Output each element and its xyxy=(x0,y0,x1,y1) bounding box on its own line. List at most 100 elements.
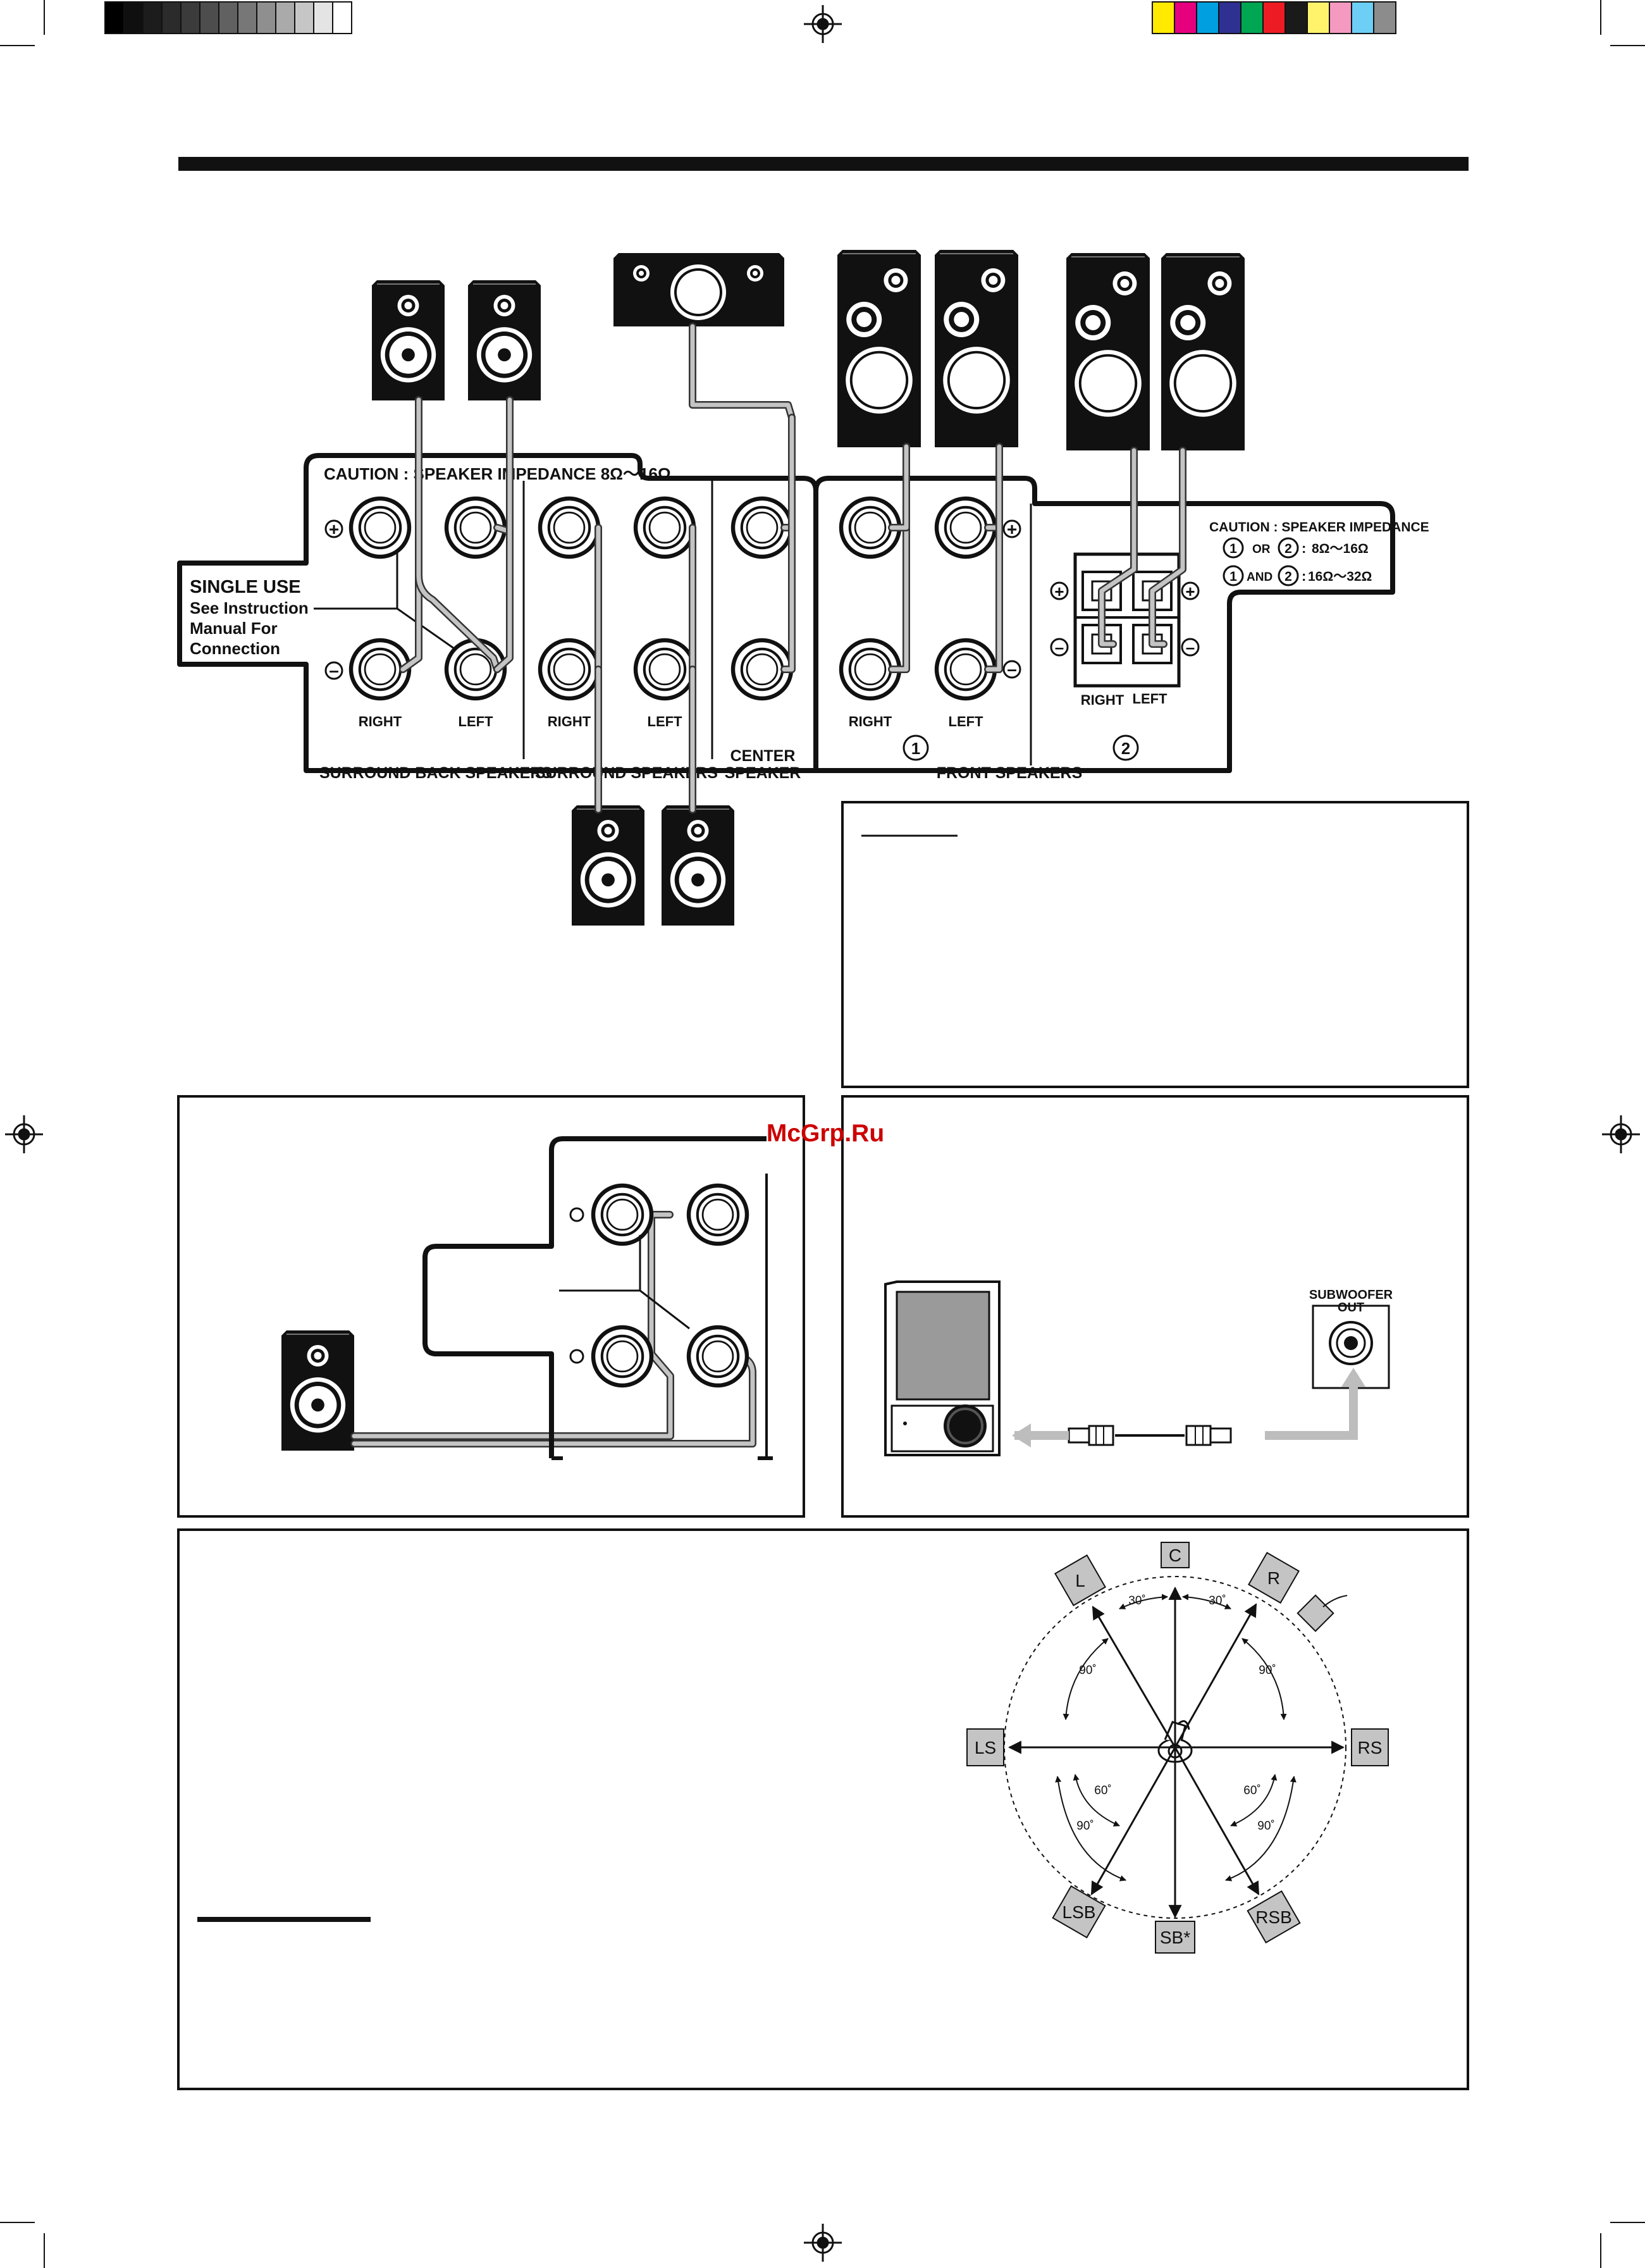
wire xyxy=(690,324,794,530)
svg-text:16Ω～32Ω: 16Ω～32Ω xyxy=(1308,569,1372,584)
color-swatch xyxy=(1262,1,1286,34)
angle-arc xyxy=(1230,1774,1278,1827)
speaker-l: L xyxy=(1054,1554,1106,1606)
angle-label: 30˚ xyxy=(1209,1594,1226,1608)
subwoofer-out-label-1: SUBWOOFER xyxy=(1309,1288,1393,1302)
svg-text:OR: OR xyxy=(1252,543,1271,556)
wire xyxy=(782,415,794,672)
registration-mark-bottom xyxy=(804,2224,842,2262)
binding-post-plus xyxy=(633,496,696,559)
color-swatch xyxy=(1218,1,1241,34)
binding-post-plus xyxy=(934,496,997,559)
svg-text:L: L xyxy=(1075,1571,1085,1590)
angle-arc xyxy=(1119,1594,1168,1609)
svg-text:SB*: SB* xyxy=(1160,1928,1190,1947)
center-group-label-1: CENTER xyxy=(730,747,796,765)
gray-swatch xyxy=(123,1,144,34)
subwoofer-out-label-2: OUT xyxy=(1338,1301,1364,1315)
wire xyxy=(1150,448,1185,647)
svg-text:2: 2 xyxy=(1285,542,1292,556)
sound-arrow xyxy=(1090,1747,1176,1895)
svg-text:RS: RS xyxy=(1358,1738,1383,1757)
f2-left-label: LEFT xyxy=(1133,691,1168,707)
gray-swatch xyxy=(180,1,200,34)
gray-swatch xyxy=(332,1,352,34)
binding-post-minus xyxy=(348,638,412,701)
single-use-box xyxy=(177,1095,805,1518)
speaker-rsb: RSB xyxy=(1247,1890,1301,1943)
speakers xyxy=(281,250,1245,1451)
s-right-label: RIGHT xyxy=(548,714,591,729)
svg-text:–: – xyxy=(1055,638,1064,657)
single-use-indicator-top xyxy=(569,1207,584,1222)
angle-arc xyxy=(1241,1638,1287,1720)
binding-post-minus xyxy=(633,638,696,701)
single-use-binding-posts xyxy=(591,1183,749,1388)
wire xyxy=(1099,448,1137,647)
gray-scale-bar xyxy=(104,1,352,34)
surround-back-left-speaker xyxy=(468,280,541,400)
svg-text:+: + xyxy=(1185,582,1195,601)
binding-post-plus xyxy=(538,496,601,559)
s-left-label: LEFT xyxy=(648,714,683,729)
binding-post xyxy=(591,1325,654,1388)
speaker-r: R xyxy=(1248,1552,1300,1604)
color-swatch xyxy=(1351,1,1374,34)
sound-arrow xyxy=(1174,1747,1260,1895)
gray-swatch xyxy=(275,1,295,34)
terminal-panel: CAUTION : SPEAKER IMPEDANCE 8Ω～16Ω SINGL… xyxy=(177,453,1429,782)
speaker-lsb: LSB xyxy=(1052,1885,1106,1938)
subwoofer-unit xyxy=(884,1280,1001,1456)
polarity-plus-front: + xyxy=(1002,519,1021,539)
gray-swatch xyxy=(104,1,125,34)
surround-back-right-speaker xyxy=(372,280,445,400)
sb-right-label: RIGHT xyxy=(359,714,402,729)
wire xyxy=(416,397,500,672)
speaker-ls: LS xyxy=(966,1728,1004,1766)
front-2-right-speaker xyxy=(1066,253,1150,450)
angle-label: 90˚ xyxy=(1076,1819,1094,1833)
svg-text:2: 2 xyxy=(1121,739,1130,758)
gray-swatch xyxy=(142,1,163,34)
f-left-label: LEFT xyxy=(949,714,984,729)
single-use-indicator-bottom xyxy=(569,1349,584,1364)
binding-post xyxy=(686,1183,749,1246)
color-swatch xyxy=(1329,1,1352,34)
svg-text:AND: AND xyxy=(1247,571,1272,584)
single-use-line-1: See Instruction xyxy=(190,598,309,617)
color-swatch xyxy=(1174,1,1197,34)
color-bar xyxy=(1152,1,1396,34)
svg-text:8Ω～16Ω: 8Ω～16Ω xyxy=(1312,542,1369,556)
svg-text:R: R xyxy=(1267,1568,1280,1588)
caution-main: CAUTION : SPEAKER IMPEDANCE 8Ω～16Ω xyxy=(324,464,671,483)
angle-label: 60˚ xyxy=(1243,1784,1260,1797)
binding-post xyxy=(591,1183,654,1246)
color-swatch xyxy=(1285,1,1308,34)
sound-arrow xyxy=(1092,1606,1176,1748)
single-use-title: SINGLE USE xyxy=(190,577,301,597)
svg-text:–: – xyxy=(329,660,339,680)
center-group-label-2: SPEAKER xyxy=(725,764,801,782)
watermark: McGrp.Ru xyxy=(767,1120,884,1147)
center-speaker xyxy=(613,253,784,326)
wire xyxy=(985,444,1002,672)
front-caution-title: CAUTION : SPEAKER IMPEDANCE xyxy=(1209,520,1429,535)
svg-text:1: 1 xyxy=(1229,542,1237,556)
subwoofer-box: SUBWOOFER OUT xyxy=(841,1095,1469,1518)
wire xyxy=(889,444,909,530)
wire xyxy=(495,397,512,672)
angle-arc xyxy=(1225,1776,1297,1881)
registration-mark-left xyxy=(5,1115,43,1153)
sb-left-label: LEFT xyxy=(459,714,494,729)
svg-text:C: C xyxy=(1169,1546,1181,1565)
gray-swatch xyxy=(313,1,333,34)
color-swatch xyxy=(1240,1,1264,34)
circled-number-2: 2 xyxy=(1112,734,1139,761)
sound-arrow xyxy=(1174,1603,1257,1748)
angle-arc xyxy=(1182,1594,1231,1609)
front-1-right-speaker xyxy=(837,250,921,447)
leader-line xyxy=(1322,1595,1348,1608)
